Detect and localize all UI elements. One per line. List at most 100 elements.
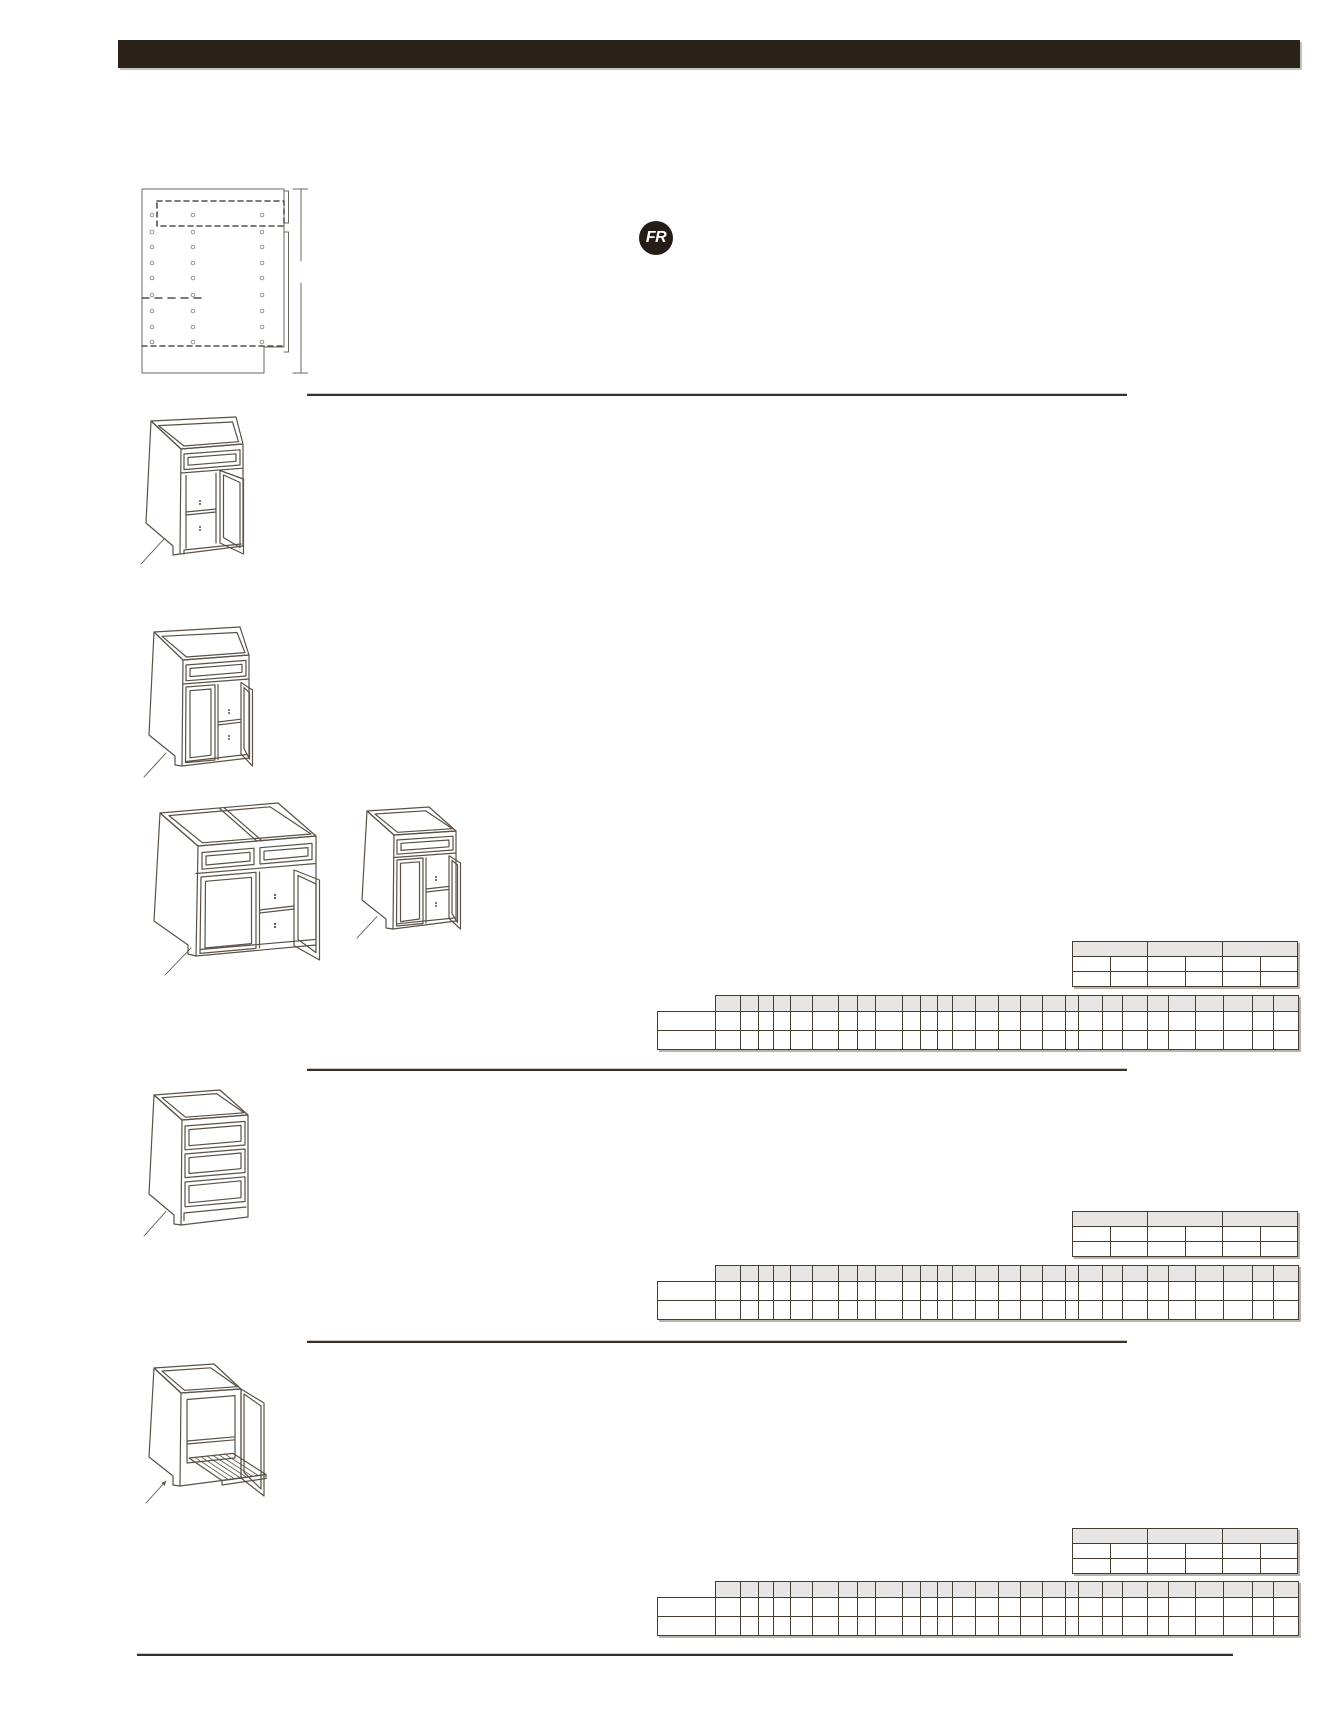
spec-cell: [1259, 1543, 1298, 1559]
spec-size-header: [902, 995, 921, 1012]
spec-cell: [952, 1616, 976, 1636]
spec-summary-table: [1072, 1528, 1298, 1574]
spec-cell: [1223, 1011, 1253, 1031]
dimension-line: [292, 188, 308, 374]
header-offset-spacer: [658, 1582, 716, 1598]
spec-cell: [812, 1011, 839, 1031]
spec-cell: [1109, 1241, 1148, 1257]
spec-cell: [740, 1011, 759, 1031]
spec-cell: [1184, 956, 1223, 972]
spec-cell: [920, 1597, 938, 1617]
spec-cell: [998, 1030, 1021, 1050]
spec-cell: [1259, 971, 1298, 987]
spec-cell: [1252, 1616, 1274, 1636]
spec-size-header: [773, 995, 791, 1012]
spec-size-header: [1168, 1265, 1196, 1282]
spec-cell: [1072, 971, 1111, 987]
spec-row-label: [657, 1597, 716, 1617]
spec-cell: [1122, 1597, 1148, 1617]
spec-cell: [1184, 1543, 1223, 1559]
spec-size-header: [1020, 995, 1043, 1012]
spec-cell: [1102, 1011, 1123, 1031]
spec-cell: [1109, 1558, 1148, 1574]
spec-cell: [1042, 1011, 1066, 1031]
spec-cell: [740, 1030, 759, 1050]
spec-cell: [1147, 971, 1186, 987]
spec-cell: [790, 1597, 813, 1617]
spec-cell: [1065, 1616, 1079, 1636]
spec-cell: [920, 1030, 938, 1050]
spec-row-label: [657, 1281, 716, 1301]
spec-cell: [1184, 1226, 1223, 1242]
spec-cell: [1042, 1281, 1066, 1301]
spec-size-header: [857, 995, 876, 1012]
spec-cell: [758, 1300, 774, 1320]
spec-size-header: [998, 1265, 1021, 1282]
spec-cell: [1065, 1011, 1079, 1031]
spec-cell: [1147, 956, 1186, 972]
spec-cell: [920, 1616, 938, 1636]
spec-cell: [1020, 1011, 1043, 1031]
spec-cell: [1222, 1543, 1261, 1559]
leader-line: [140, 538, 165, 565]
spec-col-group-header: [1147, 941, 1223, 957]
spec-cell: [1072, 1226, 1111, 1242]
spec-cell: [812, 1281, 839, 1301]
spec-cell: [875, 1281, 903, 1301]
spec-cell: [812, 1300, 839, 1320]
spec-cell: [1078, 1281, 1103, 1301]
spec-cell: [975, 1011, 999, 1031]
spec-cell: [740, 1281, 759, 1301]
spec-cell: [1065, 1281, 1079, 1301]
spec-cell: [1109, 971, 1148, 987]
spec-cell: [937, 1616, 953, 1636]
spec-cell: [1273, 1300, 1299, 1320]
spec-cell: [975, 1597, 999, 1617]
spec-col-group-header: [1222, 941, 1298, 957]
spec-detail-table: [657, 1581, 1299, 1636]
spec-cell: [1122, 1300, 1148, 1320]
spec-cell: [1184, 1241, 1223, 1257]
spec-size-header: [740, 995, 759, 1012]
spec-size-header: [975, 1265, 999, 1282]
spec-cell: [715, 1597, 741, 1617]
spec-col-group-header: [1072, 1211, 1148, 1227]
spec-cell: [875, 1597, 903, 1617]
spec-cell: [902, 1597, 921, 1617]
spec-cell: [1273, 1616, 1299, 1636]
spec-size-header: [1102, 1581, 1123, 1598]
cabinet-illustration-2-door-2-drawer-wide: [138, 793, 328, 978]
spec-size-header: [1195, 995, 1224, 1012]
spec-cell: [773, 1300, 791, 1320]
spec-cell: [715, 1030, 741, 1050]
spec-cell: [1195, 1030, 1224, 1050]
section-divider: [307, 1068, 1127, 1071]
spec-cell: [1020, 1281, 1043, 1301]
spec-size-header: [857, 1581, 876, 1598]
spec-cell: [1222, 956, 1261, 972]
spec-size-header: [875, 1581, 903, 1598]
header-bar: [118, 40, 1300, 68]
spec-size-header: [1273, 995, 1299, 1012]
spec-cell: [1223, 1597, 1253, 1617]
spec-cell: [937, 1281, 953, 1301]
spec-cell: [715, 1616, 741, 1636]
spec-cell: [715, 1300, 741, 1320]
spec-cell: [740, 1597, 759, 1617]
spec-cell: [952, 1597, 976, 1617]
spec-cell: [975, 1030, 999, 1050]
spec-cell: [790, 1281, 813, 1301]
spec-size-header: [952, 1581, 976, 1598]
spec-size-header: [812, 1265, 839, 1282]
spec-size-header: [975, 995, 999, 1012]
spec-cell: [1072, 956, 1111, 972]
spec-cell: [1042, 1030, 1066, 1050]
spec-cell: [1222, 971, 1261, 987]
side-panel-drilling-diagram: [138, 183, 308, 378]
spec-cell: [790, 1011, 813, 1031]
spec-cell: [857, 1300, 876, 1320]
spec-size-header: [740, 1581, 759, 1598]
spec-cell: [1072, 1241, 1111, 1257]
spec-cell: [773, 1011, 791, 1031]
spec-cell: [1147, 1030, 1169, 1050]
